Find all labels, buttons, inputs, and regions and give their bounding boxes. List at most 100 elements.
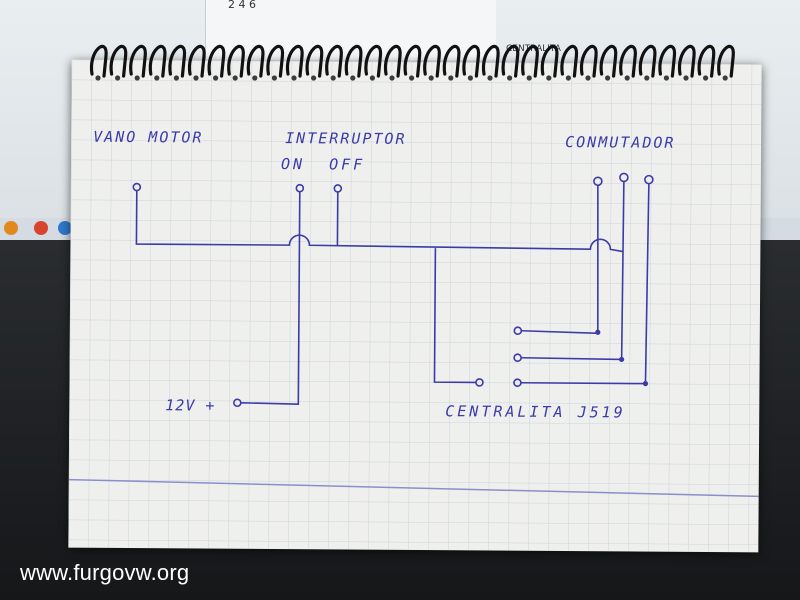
terminal-12v: [233, 398, 242, 408]
taskbar-icon: [4, 221, 18, 235]
label-on-off: ON OFF: [281, 155, 365, 174]
taskbar-icon: [34, 221, 48, 235]
terminal-conmutador-1: [593, 176, 603, 187]
monitor-doc-text: CENTRALITA: [506, 44, 561, 54]
spiral-hole: [703, 75, 709, 81]
spiral-hole: [154, 75, 160, 81]
spiral-hole: [565, 75, 572, 81]
wire-branch-centralita: [433, 248, 476, 384]
spiral-coil: [560, 44, 579, 78]
spiral-hole: [448, 75, 454, 81]
spiral-hole: [585, 75, 591, 81]
spiral-coil: [521, 44, 539, 78]
spiral-coil: [638, 44, 657, 78]
label-centralita: CENTRALITA J519: [445, 402, 626, 421]
spiral-binding: [89, 44, 735, 81]
spiral-hole: [193, 75, 199, 81]
spiral-hole: [330, 75, 336, 81]
spiral-coil: [677, 44, 696, 78]
spiral-hole: [291, 75, 297, 81]
spiral-hole: [213, 75, 219, 81]
terminal-switch-on: [295, 183, 305, 193]
spiral-coil: [599, 44, 618, 78]
terminal-centralita-2: [513, 353, 522, 363]
spiral-hole: [409, 75, 415, 81]
spiral-coil: [187, 44, 206, 78]
spiral-coil: [619, 44, 637, 78]
spiral-coil: [658, 44, 677, 78]
wire-conmutador-1: [521, 185, 599, 335]
spiral-coil: [697, 44, 716, 78]
label-12v: 12V +: [165, 396, 215, 414]
spiral-coil: [129, 44, 147, 78]
wiring-diagram: VANO MOTOR INTERRUPTOR ON OFF CONMUTADOR…: [93, 128, 675, 422]
terminal-centralita-4: [475, 378, 484, 387]
spiral-hole: [173, 75, 179, 81]
wire-conmutador-3: [521, 183, 650, 385]
spiral-hole: [546, 75, 552, 81]
spiral-coil: [305, 44, 324, 78]
spiral-coil: [403, 44, 422, 78]
spiral-hole: [722, 75, 728, 81]
wire-switch-on: [241, 192, 301, 406]
spiral-coil: [717, 44, 735, 78]
terminal-conmutador-2: [619, 172, 629, 183]
spiral-hole: [624, 75, 630, 81]
monitor-doc-numbers: 2 4 6: [228, 0, 256, 11]
spiral-hole: [428, 75, 434, 81]
spiral-hole: [350, 75, 356, 81]
spiral-coil: [89, 44, 108, 78]
spiral-coil: [579, 44, 598, 78]
spiral-coil: [383, 44, 402, 78]
spiral-hole: [487, 75, 493, 81]
terminal-centralita-1: [513, 326, 523, 336]
junction-dot: [642, 381, 649, 387]
spiral-hole: [232, 75, 238, 81]
spiral-coil: [148, 44, 167, 78]
notebook-page: VANO MOTOR INTERRUPTOR ON OFF CONMUTADOR…: [68, 59, 762, 553]
spiral-coil: [442, 44, 461, 78]
spiral-coil: [285, 44, 304, 78]
wire-main-bus: [135, 190, 623, 253]
spiral-coil: [423, 44, 441, 78]
spiral-hole: [389, 75, 395, 81]
spiral-coil: [266, 44, 285, 78]
terminal-motor: [132, 182, 142, 192]
spiral-hole: [252, 75, 258, 81]
margin-line: [68, 478, 759, 498]
label-interruptor: INTERRUPTOR: [285, 129, 406, 148]
spiral-hole: [507, 75, 513, 81]
spiral-hole: [644, 75, 650, 81]
spiral-hole: [369, 75, 375, 81]
taskbar-icon: [58, 221, 72, 235]
spiral-hole: [95, 75, 101, 81]
spiral-hole: [134, 75, 140, 81]
terminal-conmutador-3: [644, 174, 654, 185]
watermark: www.furgovw.org: [20, 560, 190, 585]
spiral-coil: [540, 44, 559, 78]
spiral-hole: [683, 75, 689, 81]
spiral-coil: [207, 44, 226, 78]
spiral-coil: [246, 44, 265, 78]
label-vano-motor: VANO MOTOR: [93, 128, 203, 147]
spiral-coil: [109, 44, 128, 78]
spiral-hole: [663, 75, 670, 81]
spiral-coil: [168, 44, 187, 78]
spiral-hole: [271, 75, 277, 81]
spiral-hole: [311, 75, 317, 81]
spiral-hole: [115, 75, 121, 81]
spiral-coil: [462, 44, 481, 78]
spiral-coil: [364, 44, 383, 78]
spiral-coil: [325, 44, 343, 78]
spiral-coil: [501, 44, 520, 78]
grid-paper: [68, 59, 762, 553]
terminal-centralita-3: [513, 378, 522, 388]
junction-dot: [595, 329, 601, 335]
spiral-coil: [481, 44, 500, 78]
spiral-coil: [344, 44, 363, 78]
terminal-switch-off: [333, 184, 343, 193]
spiral-hole: [526, 75, 532, 81]
label-conmutador: CONMUTADOR: [565, 133, 675, 152]
spiral-coil: [227, 44, 245, 78]
spiral-hole: [467, 75, 473, 81]
